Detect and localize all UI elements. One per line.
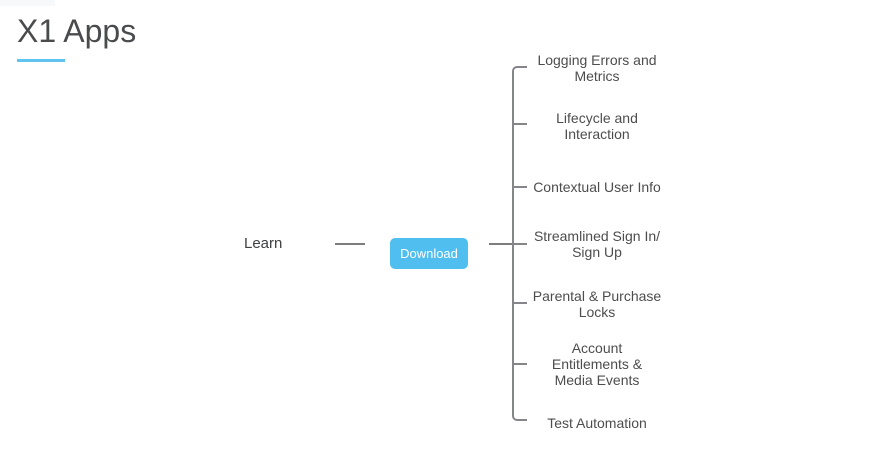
corner-artifact bbox=[0, 0, 55, 6]
branch-label-parental-purchase-locks: Parental & Purchase Locks bbox=[532, 288, 662, 320]
branch-label-lifecycle-interaction: Lifecycle and Interaction bbox=[556, 110, 638, 142]
connector-download-to-trunk bbox=[489, 243, 513, 245]
branch-tick bbox=[512, 186, 527, 188]
branch-label-streamlined-sign-in-up: Streamlined Sign In/ Sign Up bbox=[533, 228, 661, 260]
node-learn-label: Learn bbox=[244, 235, 283, 252]
branch-tick bbox=[512, 123, 527, 125]
branch-tick bbox=[512, 363, 527, 365]
title-underline-accent bbox=[17, 59, 65, 62]
page-title: X1 Apps bbox=[17, 13, 137, 49]
branch-tick bbox=[512, 302, 527, 304]
branch-label-account-entitlements-media-events: Account Entitlements & Media Events bbox=[551, 340, 643, 388]
branch-label-test-automation: Test Automation bbox=[547, 415, 647, 431]
branch-label-contextual-user-info: Contextual User Info bbox=[533, 179, 661, 195]
branch-label-logging-errors-metrics: Logging Errors and Metrics bbox=[537, 52, 657, 84]
branch-tick bbox=[512, 243, 527, 245]
download-button[interactable]: Download bbox=[390, 238, 468, 269]
connector-learn-to-download bbox=[335, 243, 365, 245]
